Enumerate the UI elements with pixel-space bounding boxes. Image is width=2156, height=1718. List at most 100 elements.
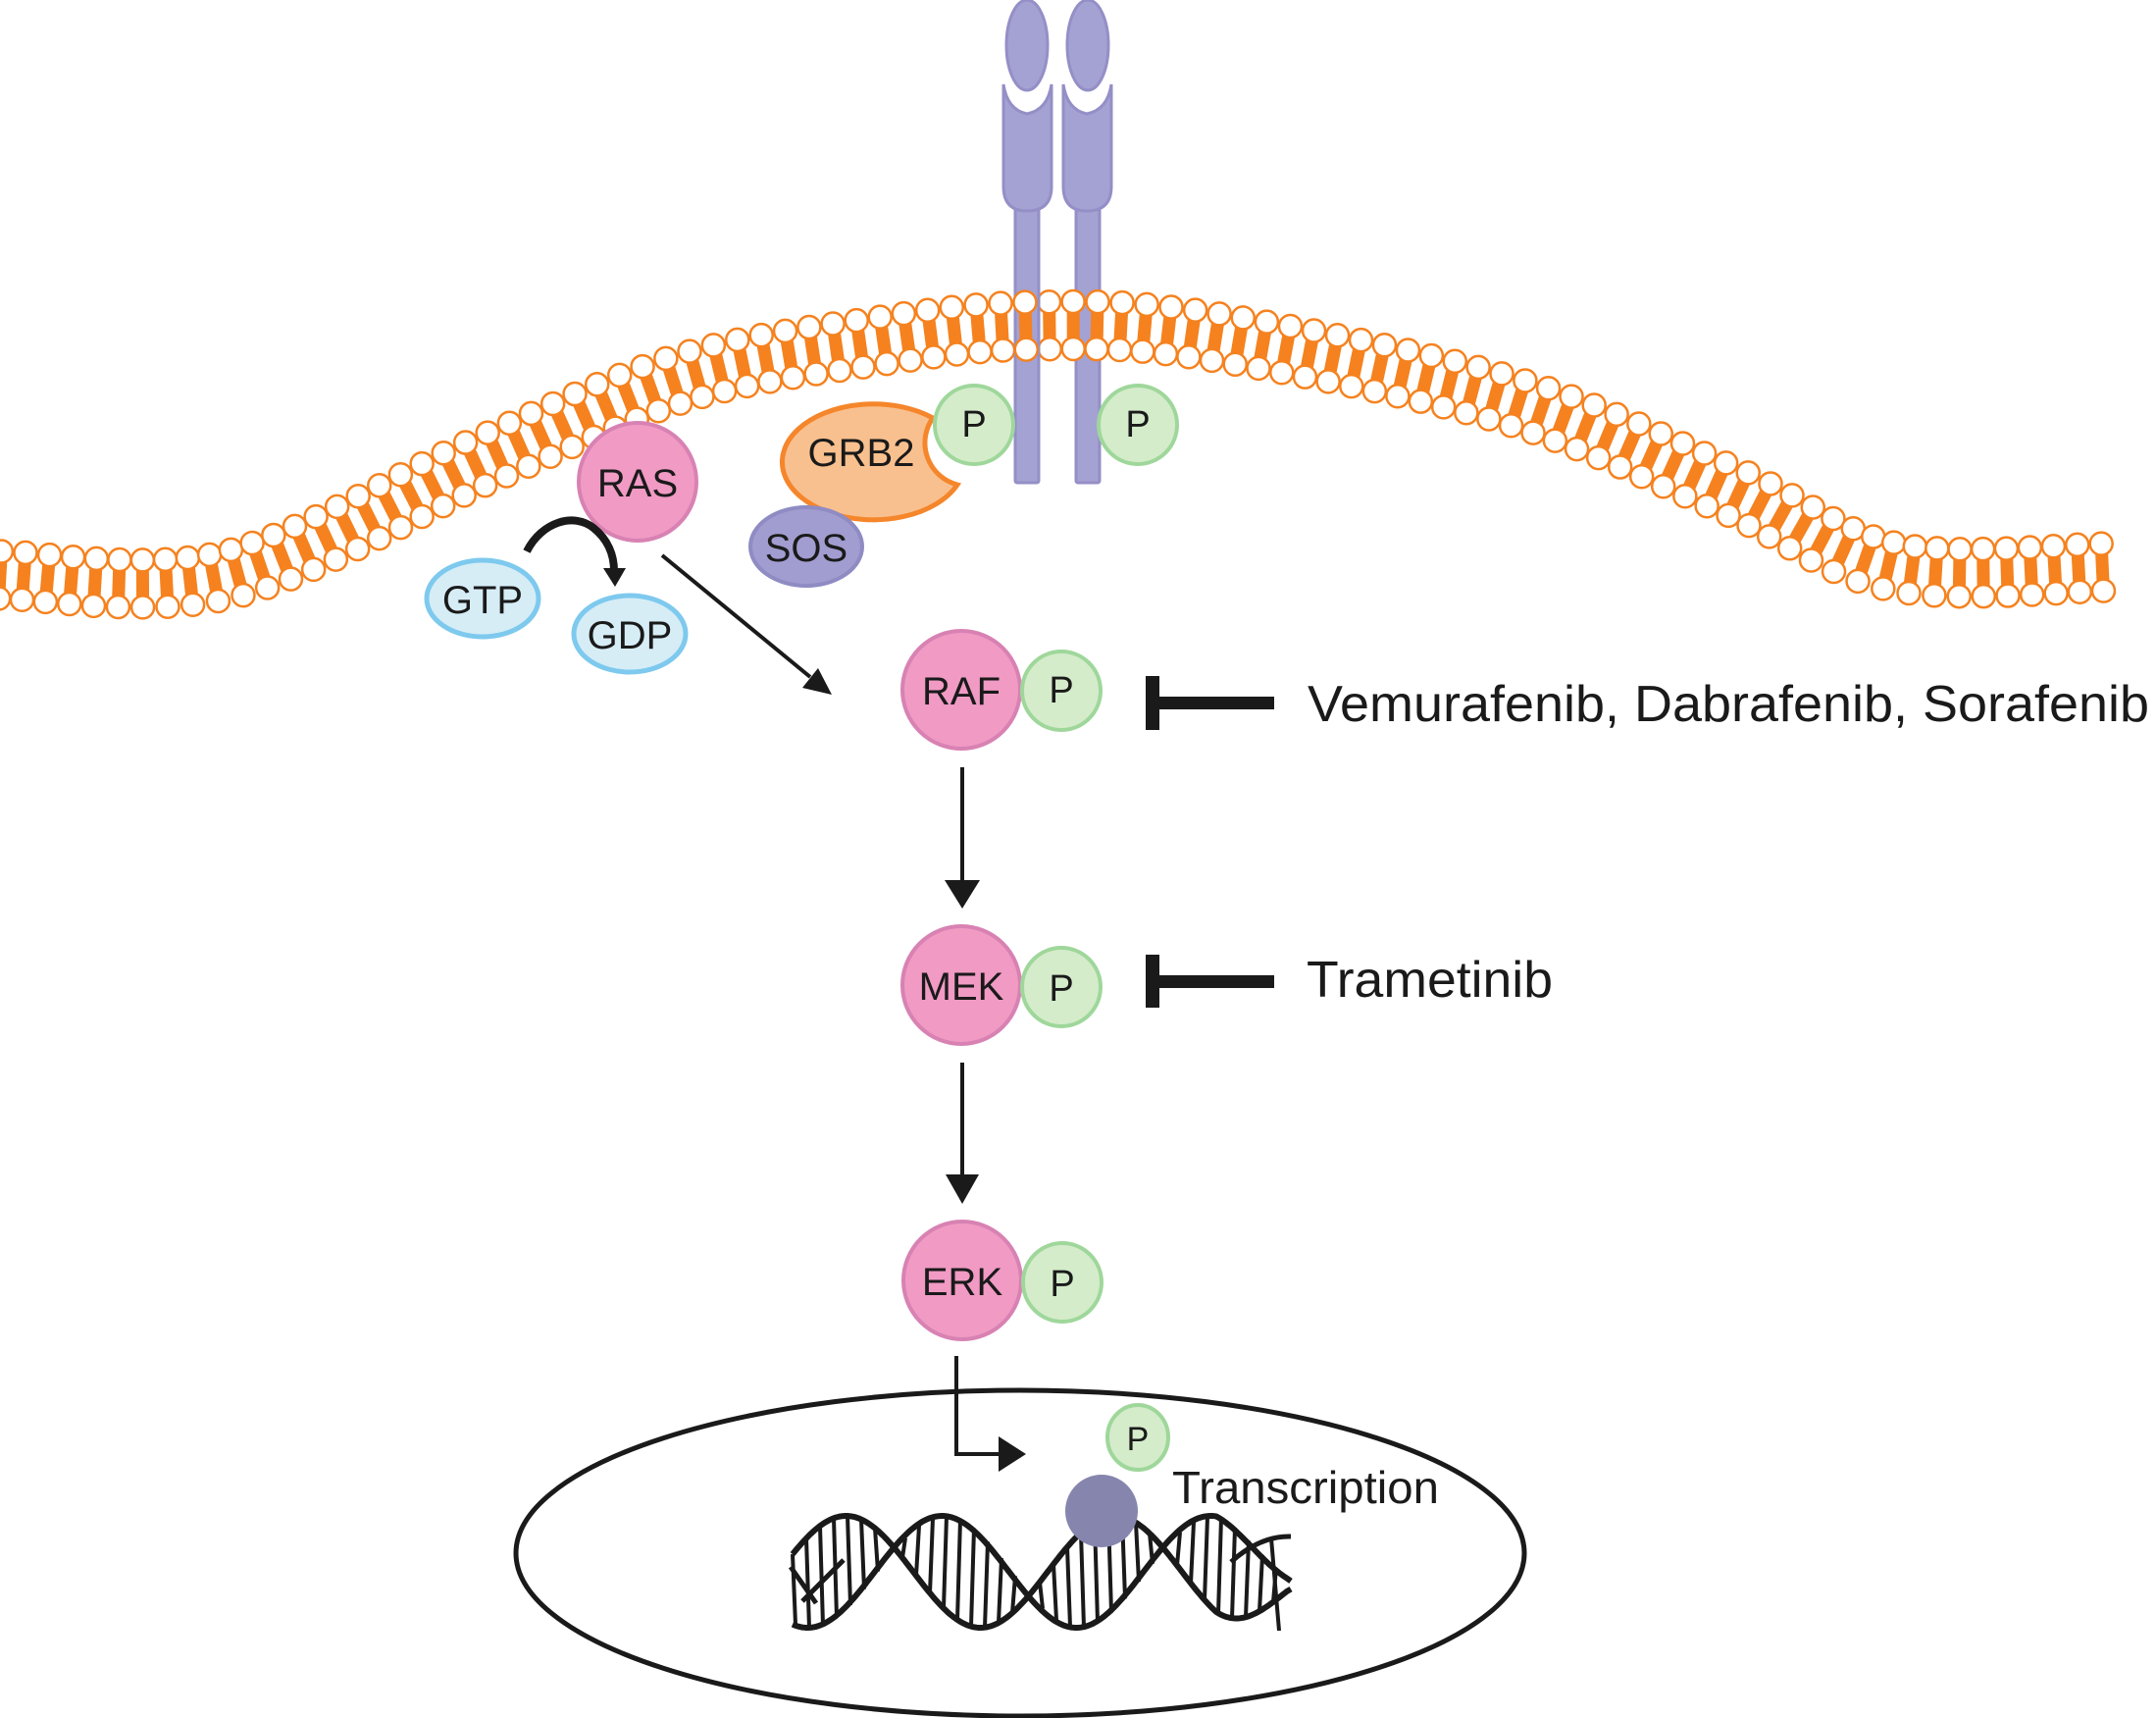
lipid-head-outer bbox=[677, 338, 702, 364]
lipid-head-inner bbox=[990, 338, 1016, 363]
lipid-head-inner bbox=[1199, 347, 1225, 374]
phospho-circle bbox=[933, 384, 1015, 466]
transcription-label: Transcription bbox=[1172, 1462, 1439, 1513]
dna-base-pair bbox=[983, 1541, 990, 1628]
lipid-head-inner bbox=[967, 338, 993, 365]
nuclear-envelope bbox=[513, 1387, 1527, 1718]
lipid-molecule-pair bbox=[366, 473, 414, 541]
lipid-head-inner bbox=[231, 582, 256, 608]
lipid-head-inner bbox=[1694, 494, 1720, 519]
lipid-head-inner bbox=[1246, 355, 1271, 382]
gdp-label: GDP bbox=[588, 614, 673, 657]
lipid-head-outer bbox=[387, 461, 414, 488]
lipid-head-inner bbox=[850, 354, 876, 380]
lipid-molecule-pair bbox=[1106, 289, 1135, 363]
dna-end-left bbox=[788, 1565, 819, 1605]
lipid-head-outer bbox=[366, 473, 392, 498]
lipid-head-outer bbox=[1947, 536, 1973, 562]
lipid-molecule-pair bbox=[1361, 332, 1398, 404]
lipid-molecule-pair bbox=[1012, 289, 1040, 362]
lipid-molecule-pair bbox=[196, 542, 231, 614]
erk-node: ERK P bbox=[901, 1220, 1104, 1341]
erk-circle bbox=[901, 1220, 1023, 1341]
lipid-head-outer bbox=[914, 297, 941, 324]
lipid-head-outer bbox=[891, 300, 917, 327]
lipid-head-outer bbox=[261, 522, 286, 548]
lipid-head-inner bbox=[645, 397, 672, 424]
phospho-circle bbox=[1105, 1403, 1170, 1472]
lipid-head-outer bbox=[1993, 536, 2020, 561]
lipid-molecule-pair bbox=[1339, 327, 1374, 399]
lipid-molecule-pair bbox=[725, 327, 760, 399]
lipid-molecule-pair bbox=[2040, 533, 2069, 606]
lipid-molecule-pair bbox=[282, 513, 327, 583]
lipid-molecule-pair bbox=[1776, 495, 1826, 561]
ras-label: RAS bbox=[597, 462, 678, 505]
lipid-head-inner bbox=[1564, 436, 1590, 462]
lipid-molecule-pair bbox=[1716, 460, 1762, 529]
lipid-head-outer bbox=[748, 322, 774, 348]
lipid-head-outer bbox=[152, 547, 179, 573]
lipid-head-inner bbox=[105, 594, 131, 620]
lipid-head-outer bbox=[1626, 411, 1652, 437]
lipid-head-outer bbox=[0, 539, 15, 564]
lipid-head-inner bbox=[57, 591, 82, 617]
lipid-molecule-pair bbox=[9, 540, 38, 613]
lipid-head-inner bbox=[1176, 343, 1202, 370]
lipid-head-inner bbox=[1498, 413, 1524, 439]
lipid-head-outer bbox=[1880, 530, 1907, 555]
lipid-molecule-pair bbox=[345, 483, 392, 551]
lipid-head-inner bbox=[1106, 337, 1133, 363]
lipid-head-outer bbox=[196, 542, 223, 568]
lipid-molecule-pair bbox=[1650, 431, 1696, 499]
lipid-molecule-pair bbox=[1199, 301, 1232, 374]
phospho-circle bbox=[1097, 384, 1179, 466]
lipid-molecule-pair bbox=[239, 530, 281, 600]
lipid-head-outer bbox=[1735, 460, 1762, 486]
arrow-shaft bbox=[954, 1356, 1001, 1456]
gtp-gdp-exchange-arrow bbox=[523, 516, 626, 587]
lipid-head-outer bbox=[345, 483, 371, 509]
raf-inhibitor-drugs: Vemurafenib, Dabrafenib, Sorafenib bbox=[1308, 676, 2149, 733]
lipid-head-outer bbox=[1206, 301, 1232, 327]
lipid-head-inner bbox=[2090, 578, 2117, 603]
lipid-head-inner bbox=[1628, 464, 1655, 490]
lipid-head-outer bbox=[1158, 294, 1184, 320]
lipid-molecule-pair bbox=[1498, 368, 1538, 439]
mek-phospho-circle bbox=[1020, 946, 1103, 1028]
lipid-molecule-pair bbox=[1408, 342, 1445, 414]
lipid-head-inner bbox=[1361, 378, 1388, 404]
lipid-head-outer bbox=[2017, 535, 2043, 560]
raf-circle bbox=[900, 629, 1022, 751]
dna-base-pair bbox=[1203, 1516, 1209, 1600]
transcription-factor bbox=[1065, 1475, 1138, 1547]
lipid-head-outer bbox=[2065, 532, 2090, 558]
erk-to-nucleus-arrow bbox=[954, 1356, 1026, 1472]
lipid-head-inner bbox=[1798, 547, 1824, 573]
lipid-head-inner bbox=[1013, 337, 1040, 362]
lipid-head-outer bbox=[1489, 361, 1514, 387]
exchange-arrow-head bbox=[603, 568, 626, 587]
lipid-molecule-pair bbox=[1993, 536, 2021, 608]
lipid-head-outer bbox=[175, 545, 201, 571]
cell-membrane bbox=[0, 288, 2117, 620]
lipid-molecule-pair bbox=[303, 503, 349, 572]
lipid-molecule-pair bbox=[1542, 384, 1584, 453]
lipid-molecule-pair bbox=[409, 450, 456, 519]
lipid-head-inner bbox=[2019, 582, 2045, 607]
receptor-right-ligand-head bbox=[1065, 0, 1110, 92]
exchange-arrow-curve bbox=[523, 516, 618, 572]
lipid-head-outer bbox=[1465, 354, 1491, 381]
dna-base-pair bbox=[1175, 1532, 1182, 1566]
lipid-head-outer bbox=[796, 314, 822, 340]
lipid-molecule-pair bbox=[431, 440, 477, 508]
lipid-molecule-pair bbox=[1756, 483, 1805, 549]
lipid-head-outer bbox=[1581, 392, 1607, 418]
lipid-molecule-pair bbox=[1292, 318, 1327, 390]
lipid-head-inner bbox=[757, 369, 783, 394]
lipid-head-outer bbox=[452, 430, 479, 455]
lipid-molecule-pair bbox=[1922, 536, 1950, 608]
sos-shape bbox=[748, 505, 864, 588]
lipid-head-outer bbox=[820, 311, 846, 337]
receptor-right-body bbox=[1061, 83, 1113, 213]
